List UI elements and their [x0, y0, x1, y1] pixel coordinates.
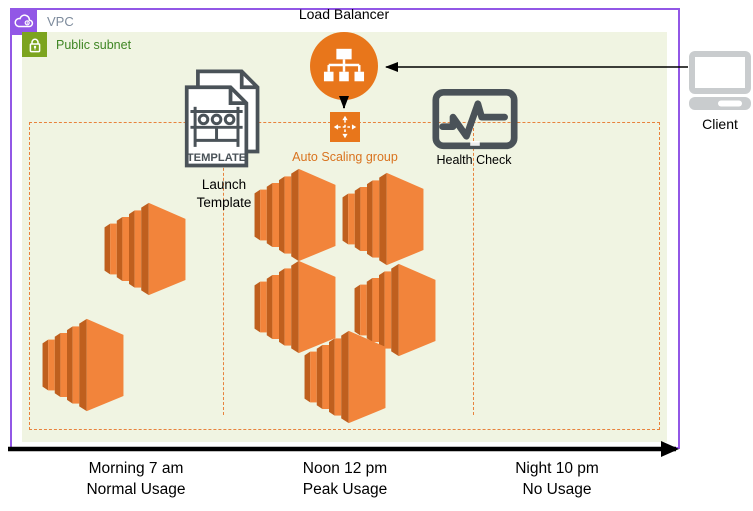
- ec2-instance-icon: [254, 167, 336, 263]
- auto-scaling-group-label: Auto Scaling group: [292, 150, 398, 164]
- public-subnet-icon: [22, 32, 47, 57]
- ec2-instance-icon: [104, 201, 186, 297]
- load-balancer-icon: [310, 32, 378, 100]
- public-subnet-label: Public subnet: [56, 38, 132, 52]
- launch-template-icon: TEMPLATE: [183, 66, 265, 175]
- phase-usage: No Usage: [522, 481, 592, 499]
- phase-time: Noon 12 pm: [302, 460, 388, 477]
- ec2-instance-icon: [342, 171, 424, 267]
- client-label: Client: [702, 116, 738, 132]
- timeline-phase-night: Night 10 pm No Usage: [457, 458, 657, 501]
- vpc-label: VPC: [47, 14, 74, 29]
- launch-template-label: Launch Template: [196, 177, 252, 211]
- client-icon: [688, 50, 752, 117]
- timeline-phase-morning: Morning 7 am Normal Usage: [36, 458, 236, 501]
- ec2-instance-icon: [42, 317, 124, 413]
- ec2-instance-icon: [304, 329, 386, 425]
- load-balancer-label: Load Balancer: [298, 6, 390, 22]
- vpc-icon: [10, 8, 37, 35]
- section-divider-morning-noon: [223, 123, 224, 415]
- phase-usage: Normal Usage: [86, 481, 186, 499]
- phase-time: Morning 7 am: [88, 460, 184, 477]
- launch-template-icon-text: TEMPLATE: [187, 152, 247, 164]
- auto-scaling-icon: [330, 112, 360, 142]
- timeline-phase-noon: Noon 12 pm Peak Usage: [245, 458, 445, 501]
- health-check-label: Health Check: [436, 153, 512, 167]
- health-check-icon: [432, 88, 518, 157]
- phase-usage: Peak Usage: [302, 481, 388, 499]
- section-divider-noon-night: [473, 123, 474, 415]
- phase-time: Night 10 pm: [515, 460, 599, 477]
